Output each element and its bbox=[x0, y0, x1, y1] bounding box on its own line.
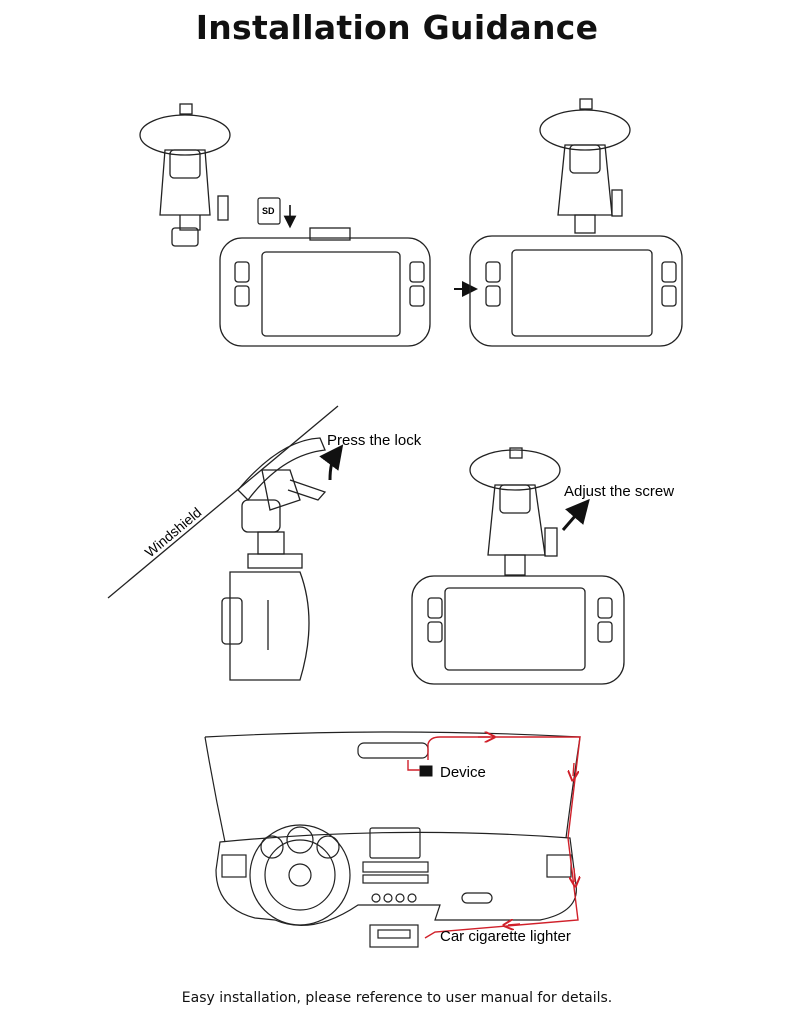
step2-mount bbox=[539, 98, 631, 234]
page-title: Installation Guidance bbox=[195, 8, 599, 47]
power-cable bbox=[424, 736, 581, 939]
step1-mount bbox=[139, 103, 231, 247]
lighter-label: Car cigarette lighter bbox=[440, 928, 571, 945]
cable-arrow-3 bbox=[574, 867, 575, 882]
cable-arrow-4 bbox=[508, 924, 521, 925]
cable-arrow-2 bbox=[573, 762, 574, 776]
windshield-label: Windshield bbox=[142, 504, 205, 560]
adjust-camera bbox=[411, 575, 625, 685]
device-marker bbox=[419, 765, 433, 777]
car-interior bbox=[204, 731, 581, 948]
windshield-line bbox=[107, 405, 339, 599]
step1-camera bbox=[219, 227, 431, 347]
device-label: Device bbox=[440, 764, 486, 781]
press-lock-arrow bbox=[319, 444, 344, 481]
device-cable bbox=[407, 760, 420, 771]
sd-card bbox=[257, 197, 281, 225]
press-lock-label: Press the lock bbox=[327, 432, 422, 449]
sd-label: SD bbox=[262, 206, 275, 216]
adjust-mount bbox=[469, 447, 561, 576]
adjust-screw-label: Adjust the screw bbox=[564, 483, 674, 500]
step2-camera bbox=[469, 235, 683, 347]
side-mount bbox=[221, 437, 327, 681]
footer-note: Easy installation, please reference to u… bbox=[181, 990, 613, 1006]
adjust-screw-arrow bbox=[561, 498, 590, 531]
